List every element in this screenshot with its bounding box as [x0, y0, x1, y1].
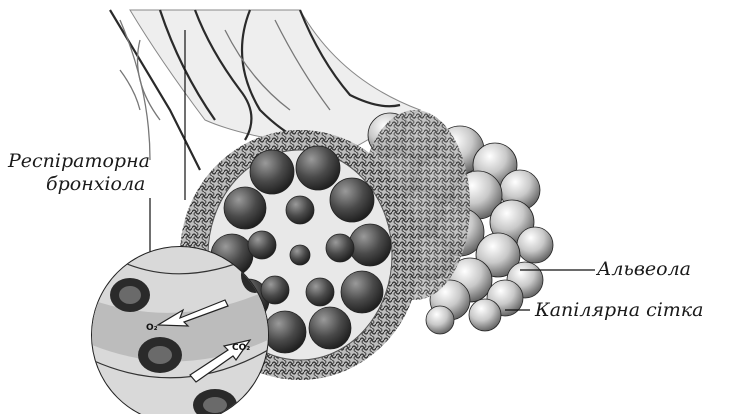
alveolus-section — [264, 311, 306, 353]
alveolus-section — [296, 146, 340, 190]
co2-label: CO₂ — [232, 343, 250, 353]
alveolus — [517, 227, 553, 263]
alveolus-section — [330, 178, 374, 222]
respiratory-bronchiole-label-line1: Респіраторна — [8, 150, 150, 172]
alveolus-label: Альвеола — [597, 258, 691, 280]
alveolus-section — [306, 278, 334, 306]
alveolus-section — [341, 271, 383, 313]
alveolus-section — [309, 307, 351, 349]
alveolus-section — [326, 234, 354, 262]
alveolus — [469, 299, 501, 331]
oxygen-label: O₂ — [146, 323, 158, 333]
alveolus — [426, 306, 454, 334]
alveolus-section — [261, 276, 289, 304]
alveolus-section — [224, 187, 266, 229]
alveolus-section — [290, 245, 310, 265]
capillary-network-label: Капілярна сітка — [535, 299, 703, 321]
alveolus-section — [286, 196, 314, 224]
alveolus-section — [248, 231, 276, 259]
respiratory-bronchiole-label-line2: бронхіола — [46, 173, 145, 195]
alveolus-section — [250, 150, 294, 194]
alveolus-section — [349, 224, 391, 266]
